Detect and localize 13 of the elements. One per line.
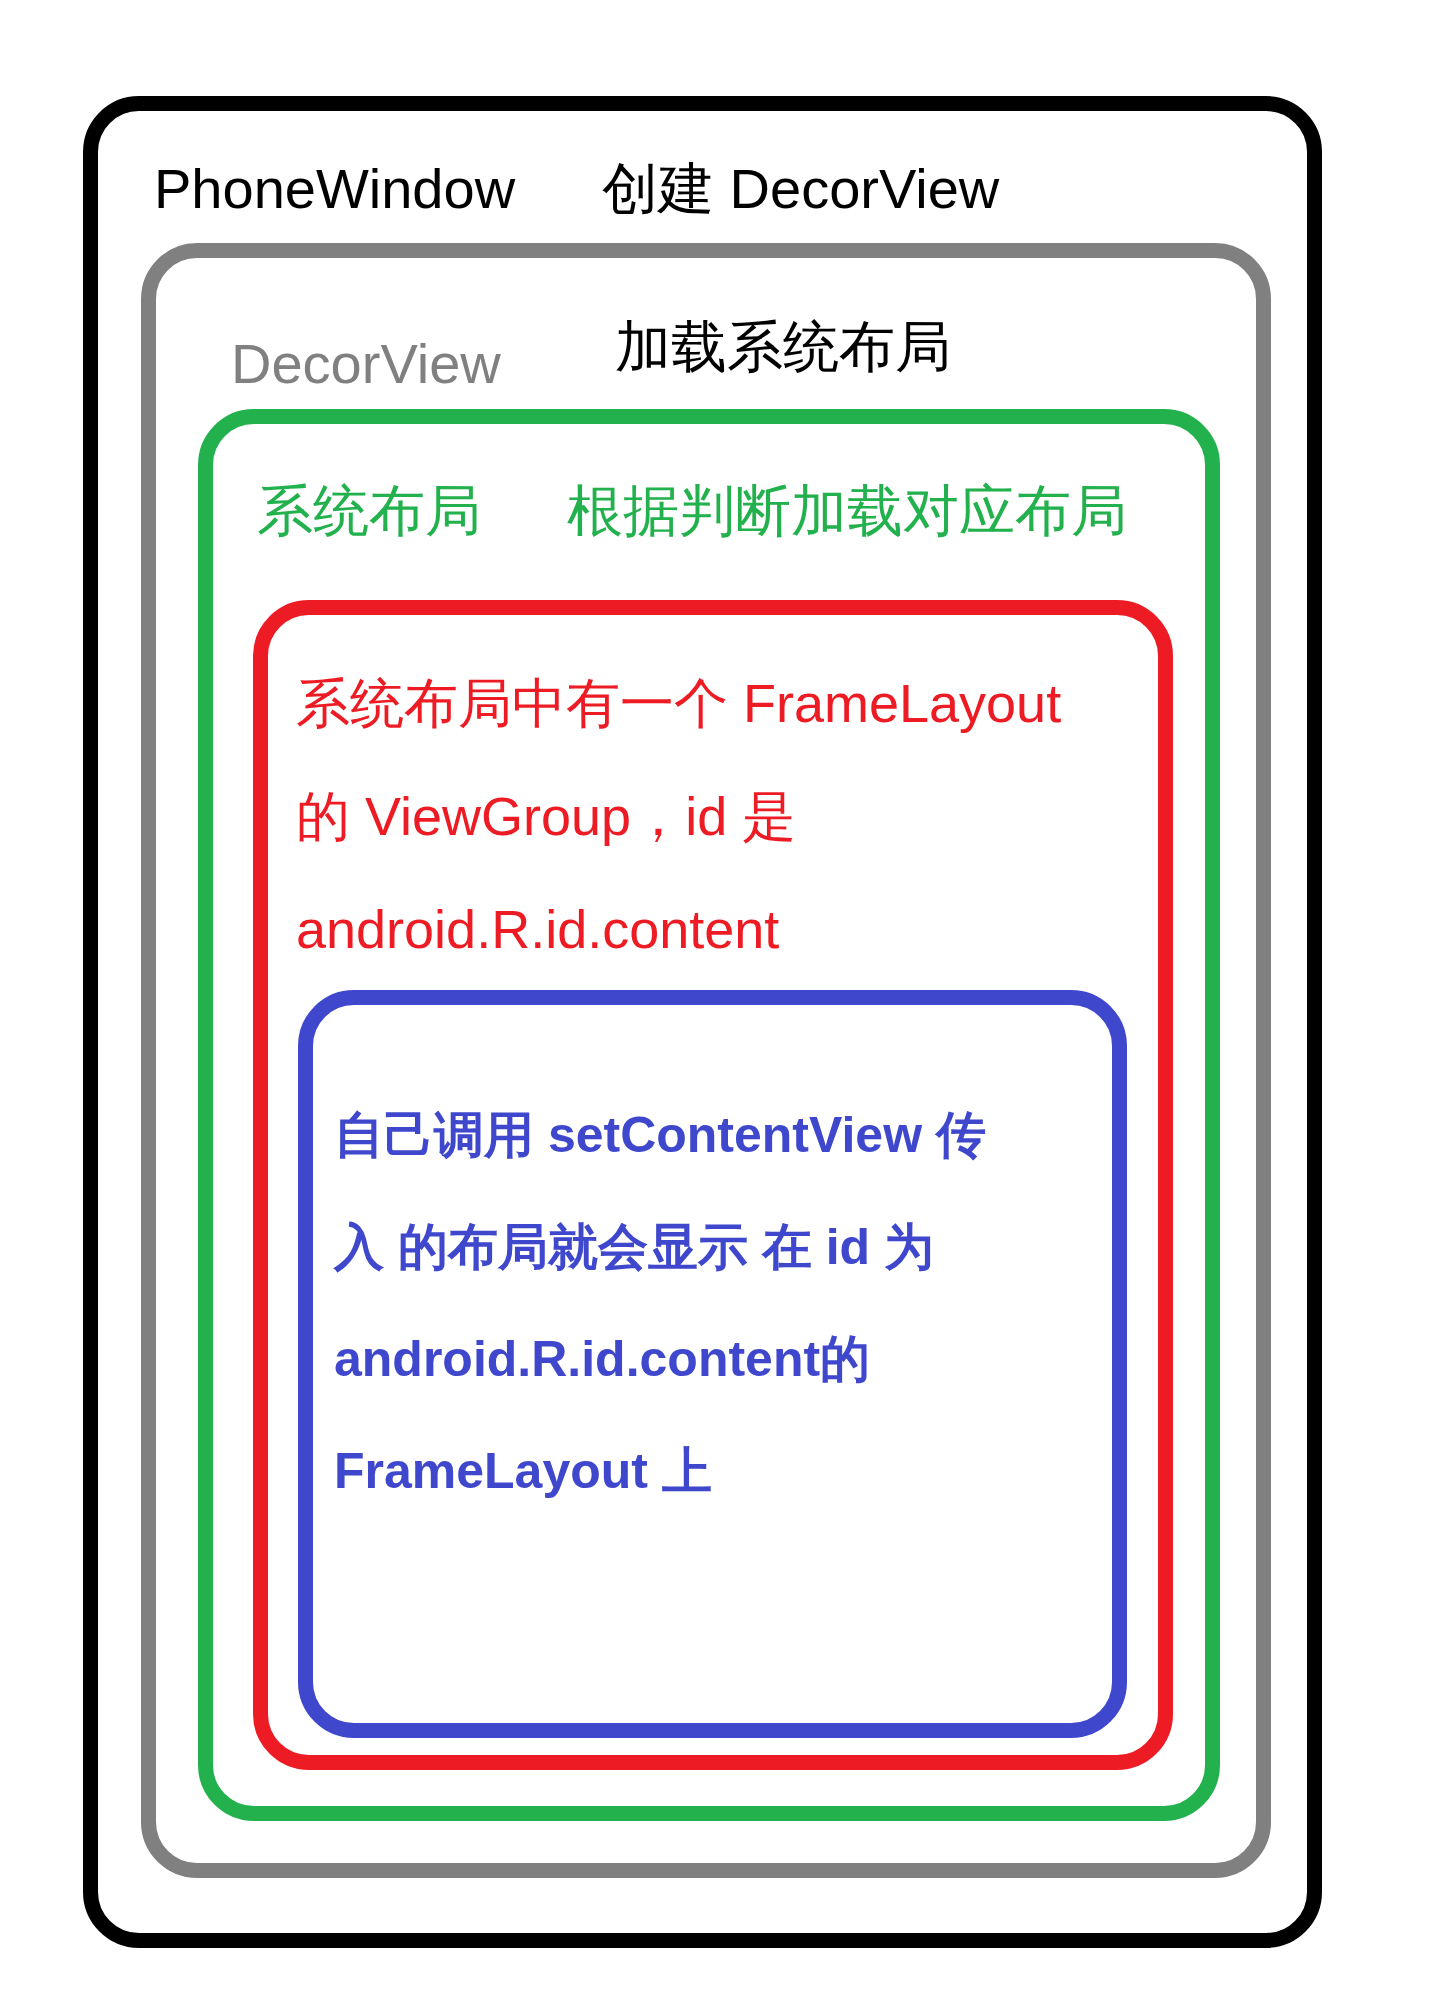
view-label: DecorView xyxy=(231,331,502,397)
layout-label: 系统布局 xyxy=(257,478,482,544)
decor-view-frame xyxy=(141,243,1271,1878)
user-layout-frame xyxy=(298,990,1127,1738)
window-label: PhoneWindow xyxy=(154,156,517,222)
description-text: 自己调用 setContentView 传入 的布局就会显示 在 id 为 android.R.id.content的 FrameLayout 上 xyxy=(334,1106,987,1501)
system-layout-frame xyxy=(198,409,1220,1821)
description-text: 加载系统布局 xyxy=(615,314,952,380)
description-text: 创建 DecorView xyxy=(602,156,1001,222)
window-frame xyxy=(83,96,1322,1948)
description-text: 系统布局中有一个 FrameLayout 的 ViewGroup，id 是 android.R.id.content xyxy=(296,672,1063,961)
content-frame xyxy=(253,600,1173,1770)
description-text: 根据判断加载对应布局 xyxy=(567,478,1128,544)
